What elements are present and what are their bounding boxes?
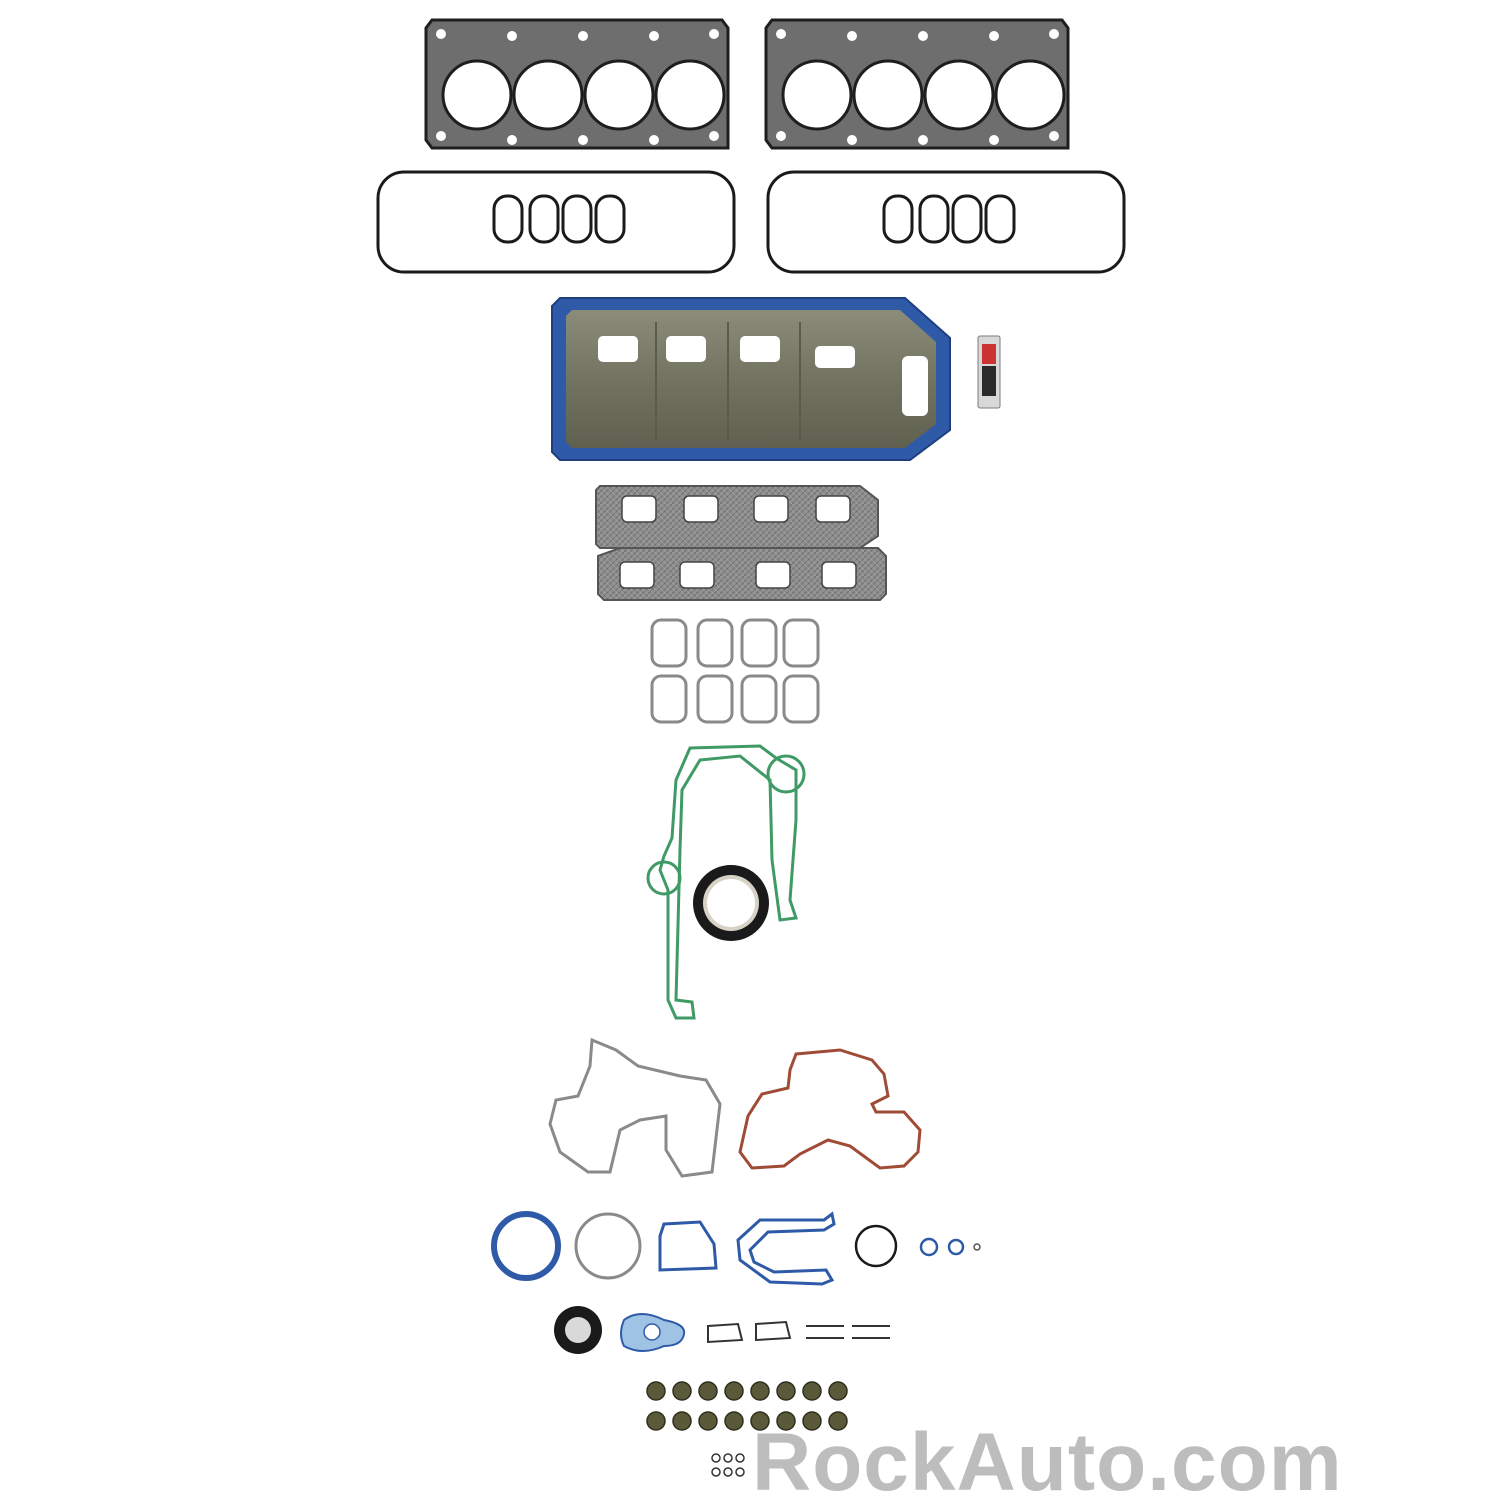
- oil-pan-gasket: [551, 297, 951, 461]
- tiny-o-rings: [711, 1453, 745, 1477]
- water-pump-o-ring: [574, 1212, 642, 1280]
- exhaust-manifold-gasket-top: [595, 485, 879, 549]
- valve-stem-seals: [646, 1381, 848, 1431]
- thermostat-gasket: [658, 1220, 718, 1272]
- head-gasket-right: [764, 18, 1070, 150]
- valve-cover-gasket-left: [376, 170, 736, 274]
- head-gasket-left: [424, 18, 730, 150]
- intake-gasket-red: [738, 1048, 922, 1170]
- intake-port-seals: [650, 618, 820, 724]
- spark-plug-tube-seals: [806, 1325, 890, 1339]
- small-o-rings: [854, 1224, 981, 1268]
- sealant-tube: [977, 335, 1001, 409]
- exhaust-manifold-gasket-bottom: [597, 547, 887, 601]
- rear-main-seal: [693, 865, 769, 941]
- timing-cover-gasket: [646, 744, 806, 1020]
- egr-gasket: [620, 1313, 686, 1352]
- intake-gasket-gray: [548, 1037, 722, 1178]
- coolant-housing-gasket: [736, 1211, 836, 1286]
- cam-seal-black: [554, 1306, 602, 1354]
- sensor-gaskets: [707, 1320, 792, 1344]
- rockauto-watermark: RockAuto.com: [752, 1417, 1343, 1508]
- front-crank-seal-blue: [491, 1211, 561, 1281]
- valve-cover-gasket-right: [766, 170, 1126, 274]
